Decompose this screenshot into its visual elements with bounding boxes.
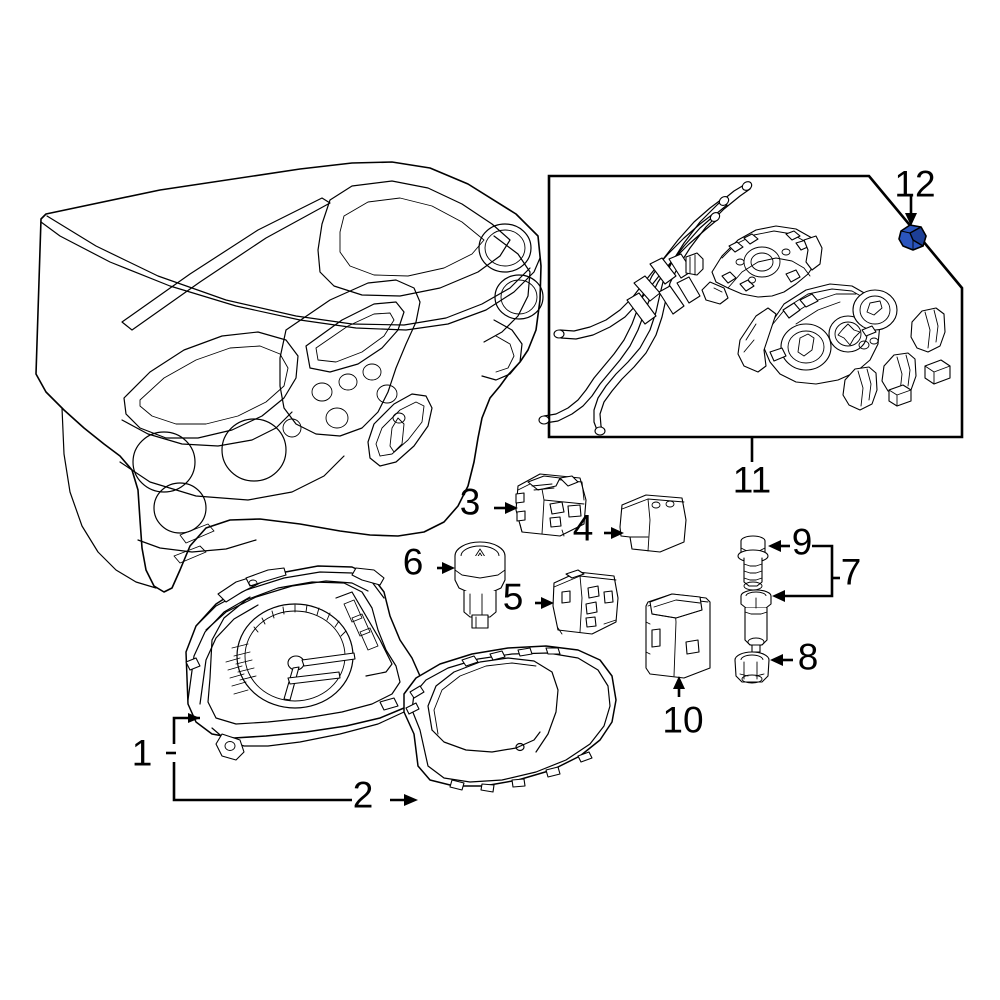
callout-6: 6 <box>402 541 424 583</box>
lighter-element-9 <box>737 535 769 591</box>
heater-control-unit <box>737 283 898 385</box>
callout-2: 2 <box>352 774 374 816</box>
callout-3: 3 <box>459 481 481 523</box>
lighter-retainer-ring-8 <box>734 651 770 684</box>
callout-8: 8 <box>797 636 819 678</box>
heater-control-cables <box>538 181 753 436</box>
callout-12: 12 <box>894 163 936 205</box>
cluster-lens-cover <box>403 645 617 793</box>
callout-5: 5 <box>502 576 524 618</box>
callout-1: 1 <box>131 732 153 774</box>
heater-control-group-box <box>547 174 964 462</box>
mounting-nut-12 <box>898 224 927 251</box>
hazard-warning-switch-6 <box>454 541 506 629</box>
instrument-cluster-assembly <box>185 565 421 761</box>
control-head-frame <box>701 225 823 305</box>
callout-4: 4 <box>572 507 594 549</box>
switch-module-3 <box>515 473 587 537</box>
illumination-bulb <box>685 252 704 276</box>
control-knobs <box>842 307 951 411</box>
callout-10: 10 <box>662 699 704 741</box>
callout-9: 9 <box>791 521 813 563</box>
power-window-switch-10 <box>645 593 711 679</box>
dashboard-illustration <box>35 161 544 593</box>
callout-11: 11 <box>732 459 772 501</box>
callout-7: 7 <box>840 551 862 593</box>
leader-lines <box>166 196 917 806</box>
lighter-socket-7 <box>740 589 772 653</box>
accessory-switch-5 <box>552 569 619 635</box>
blank-switch-cover-4 <box>619 494 687 553</box>
